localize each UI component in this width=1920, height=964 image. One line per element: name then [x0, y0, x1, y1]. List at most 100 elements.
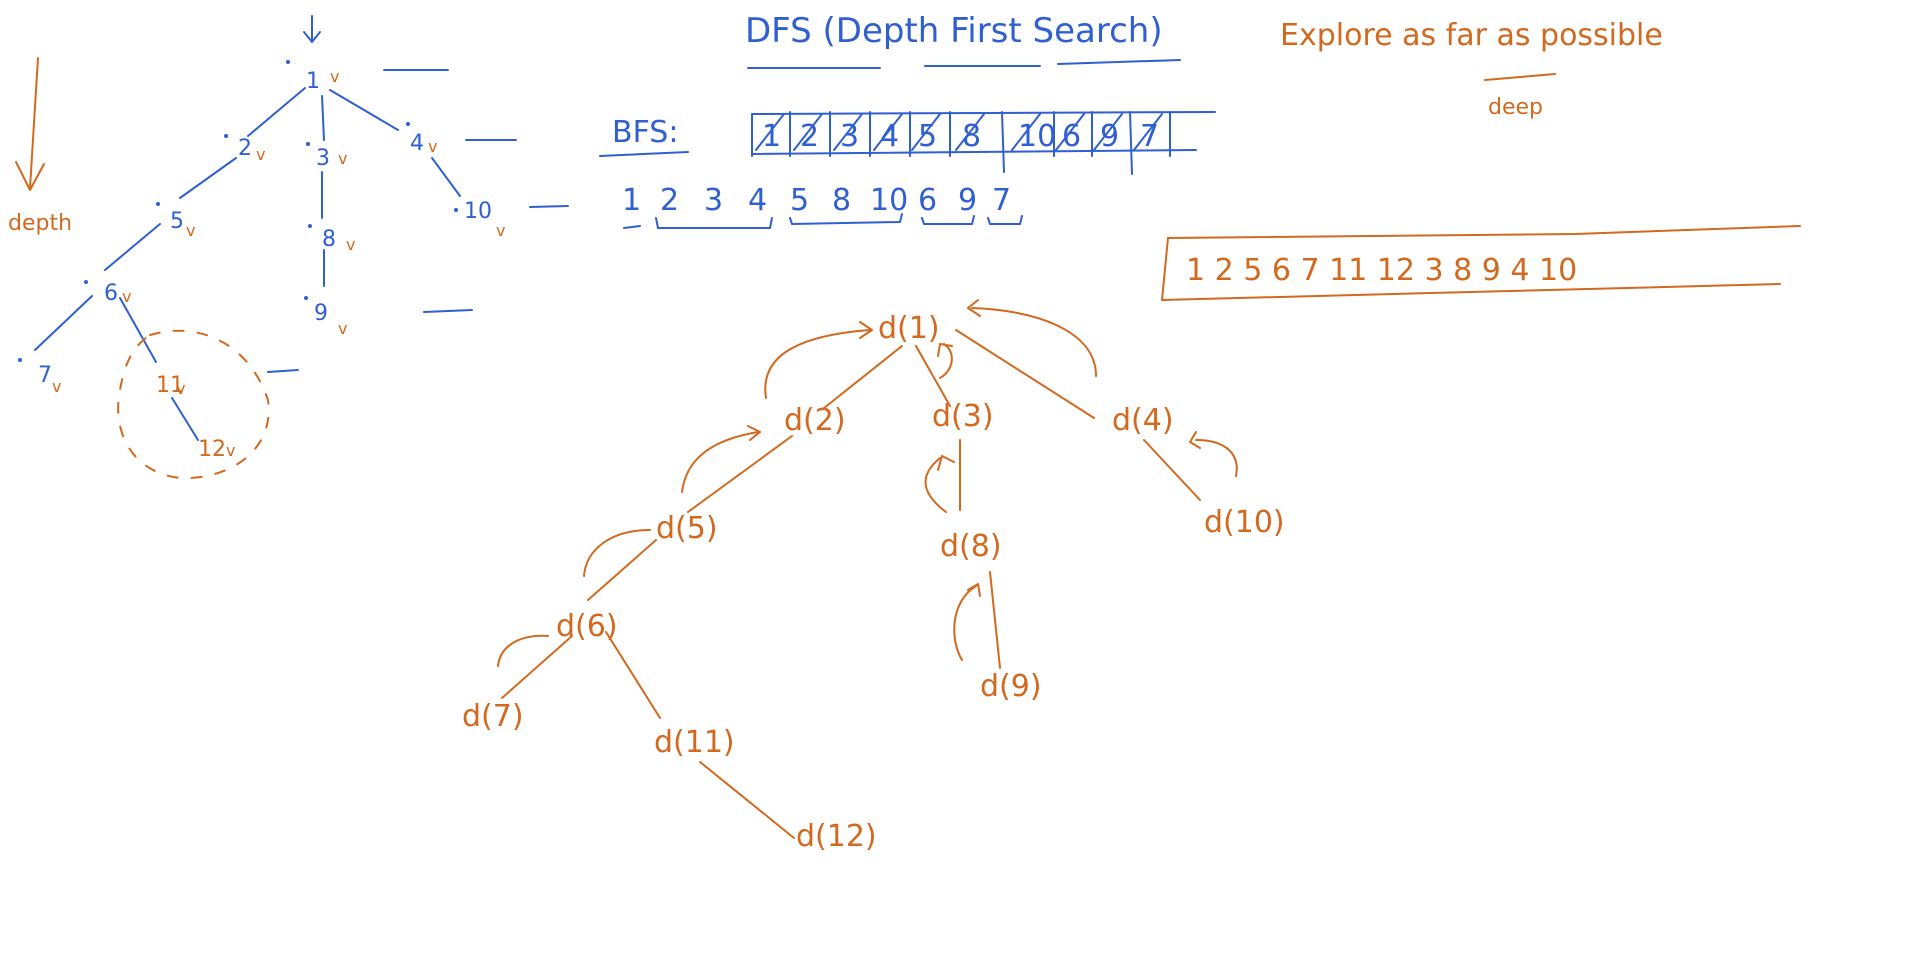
bfs-order-item: 10 — [870, 183, 908, 218]
bfs-order-item: 7 — [992, 183, 1011, 218]
bfs-order-item: 2 — [660, 183, 679, 218]
bfs-queue-cell: 4 — [880, 119, 899, 154]
dfs-title: DFS (Depth First Search) — [745, 11, 1163, 51]
recursion-call-node: d(6) — [556, 609, 618, 644]
svg-text:v: v — [122, 287, 131, 306]
svg-text:v: v — [428, 137, 437, 156]
recursion-call-node: d(4) — [1112, 403, 1174, 438]
svg-text:6: 6 — [104, 281, 118, 306]
svg-text:v: v — [338, 319, 347, 338]
bfs-strike — [1055, 113, 1085, 151]
bfs-queue-cell: 9 — [1100, 119, 1119, 154]
svg-text:4: 4 — [410, 131, 424, 156]
dfs-title-group: DFS (Depth First Search) — [745, 11, 1181, 69]
svg-text:2: 2 — [238, 136, 252, 161]
bfs-queue-cell: 5 — [918, 119, 937, 154]
far-underline — [1484, 73, 1556, 81]
svg-text:3: 3 — [316, 146, 330, 171]
recursion-call-node: d(12) — [796, 819, 877, 854]
bfs-order-item: 5 — [790, 183, 809, 218]
recursion-call-node: d(11) — [654, 725, 735, 760]
depth-label: depth — [8, 211, 72, 236]
recursion-tree: d(1) d(2) d(3) d(4) d(5) d(8) d(10) d(6) d(9) d(7… — [462, 299, 1285, 854]
dfs-order-box: 1 2 5 6 7 11 12 3 8 9 4 10 — [1161, 225, 1801, 301]
bfs-queue-cell: 6 — [1062, 119, 1081, 154]
recursion-call-node: d(2) — [784, 403, 846, 438]
svg-text:10: 10 — [464, 199, 492, 224]
bfs-strike — [1011, 113, 1041, 151]
start-arrow — [303, 15, 321, 43]
svg-text:8: 8 — [322, 227, 336, 252]
bfs-level-brackets — [623, 213, 1023, 229]
svg-text:5: 5 — [170, 209, 184, 234]
bfs-order-item: 1 — [622, 183, 641, 218]
svg-text:v: v — [186, 221, 195, 240]
title-underline — [747, 59, 1181, 69]
bfs-strike — [833, 113, 863, 151]
bfs-queue-cell: 8 — [962, 119, 981, 154]
svg-text:11: 11 — [156, 373, 184, 398]
bfs-queue-cell: 2 — [800, 119, 819, 154]
bfs-strike — [873, 113, 903, 151]
explore-note: Explore as far as possible deep — [1280, 18, 1663, 120]
bfs-strike — [755, 113, 785, 151]
svg-text:9: 9 — [314, 301, 328, 326]
explore-text: Explore as far as possible — [1280, 18, 1663, 53]
svg-text:v: v — [346, 235, 355, 254]
deep-text: deep — [1488, 95, 1543, 120]
bfs-order-item: 4 — [748, 183, 767, 218]
bfs-queue-cell: 10 — [1018, 119, 1056, 154]
recursion-call-node: d(8) — [940, 529, 1002, 564]
svg-text:v: v — [226, 441, 235, 460]
bfs-order-item: 8 — [832, 183, 851, 218]
recursion-edges — [501, 329, 1201, 839]
svg-text:7: 7 — [38, 363, 52, 388]
svg-text:v: v — [338, 149, 347, 168]
svg-text:v: v — [330, 67, 339, 86]
bfs-label: BFS: — [612, 115, 678, 150]
level-dashes — [267, 69, 569, 373]
recursion-call-node: d(5) — [656, 511, 718, 546]
bfs-label-underline — [599, 151, 689, 157]
svg-text:v: v — [496, 221, 505, 240]
tree-node-10: 10v — [454, 199, 505, 240]
bfs-order-item: 3 — [704, 183, 723, 218]
subtree-circle — [117, 329, 270, 480]
bfs-strike — [1093, 113, 1123, 151]
recursion-call-node: d(3) — [932, 399, 994, 434]
svg-text:v: v — [176, 379, 185, 398]
bfs-strike — [911, 113, 941, 151]
dfs-order-text: 1 2 5 6 7 11 12 3 8 9 4 10 — [1186, 253, 1577, 288]
recursion-call-node: d(7) — [462, 699, 524, 734]
bfs-strike — [955, 113, 985, 151]
bfs-queue-cell: 3 — [840, 119, 859, 154]
bfs-queue-cell: 7 — [1140, 119, 1159, 154]
bfs-queue-cell: 1 — [762, 119, 781, 154]
bfs-order-item: 6 — [918, 183, 937, 218]
bfs-order-item: 9 — [958, 183, 977, 218]
recursion-call-node: d(10) — [1204, 505, 1285, 540]
recursion-call-node: d(9) — [980, 669, 1042, 704]
depth-arrow: depth — [8, 57, 72, 236]
tree-edges — [34, 87, 461, 441]
tree-node-9: 9v — [304, 296, 347, 338]
tree-node-11: 11v — [156, 373, 185, 398]
recursion-call-node: d(1) — [878, 311, 940, 346]
return-arrows — [497, 299, 1238, 667]
svg-text:1: 1 — [306, 69, 320, 94]
svg-text:v: v — [52, 377, 61, 396]
bfs-strike — [793, 113, 823, 151]
